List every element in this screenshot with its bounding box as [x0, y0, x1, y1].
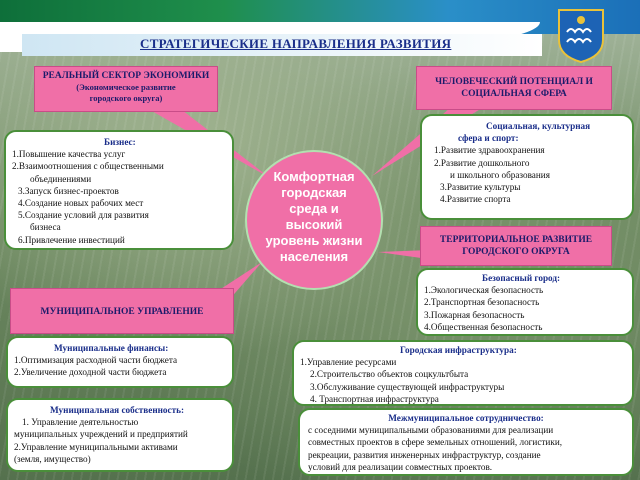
list-item: 3.Развитие культуры [440, 182, 521, 193]
sector-human: ЧЕЛОВЕЧЕСКИЙ ПОТЕНЦИАЛ И СОЦИАЛЬНАЯ СФЕР… [416, 66, 612, 110]
card-safe-city: Безопасный город: 1.Экологическая безопа… [416, 268, 634, 336]
list-item: 2.Транспортная безопасность [424, 297, 540, 308]
list-item: объединениями [30, 173, 92, 184]
list-item: (земля, имущество) [14, 453, 91, 464]
list-item: 3.Запуск бизнес-проектов [18, 185, 119, 196]
sector-economy-title: РЕАЛЬНЫЙ СЕКТОР ЭКОНОМИКИ [42, 71, 210, 81]
card-safe-city-heading: Безопасный город: [482, 273, 561, 283]
card-property: Муниципальная собственность: 1. Управлен… [6, 398, 234, 472]
sector-territorial-title2: ГОРОДСКОГО ОКРУГА [462, 247, 570, 257]
list-item: 4.Создание новых рабочих мест [18, 198, 144, 209]
text-line: рекреации, развития инженерных инфрастру… [308, 449, 541, 460]
list-item: 2.Управление муниципальными активами [14, 441, 178, 452]
center-line: городская [281, 185, 347, 200]
sector-economy: РЕАЛЬНЫЙ СЕКТОР ЭКОНОМИКИ (Экономическое… [34, 66, 218, 112]
text-line: с соседними муниципальными образованиями… [308, 425, 554, 436]
sector-municipal-title: МУНИЦИПАЛЬНОЕ УПРАВЛЕНИЕ [40, 307, 204, 317]
card-social-heading2: сфера и спорт: [458, 133, 519, 144]
sector-municipal: МУНИЦИПАЛЬНОЕ УПРАВЛЕНИЕ [10, 288, 234, 334]
card-finance-heading: Муниципальные финансы: [54, 343, 169, 353]
center-line: уровень жизни [265, 233, 363, 248]
sector-territorial: ТЕРРИТОРИАЛЬНОЕ РАЗВИТИЕ ГОРОДСКОГО ОКРУ… [420, 226, 612, 266]
list-item: 6.Привлечение инвестиций [18, 234, 125, 245]
list-item: муниципальных учреждений и предприятий [14, 429, 188, 440]
sector-territorial-title1: ТЕРРИТОРИАЛЬНОЕ РАЗВИТИЕ [439, 235, 593, 245]
card-property-heading: Муниципальная собственность: [50, 405, 185, 415]
list-item: 3.Обслуживание существующей инфраструкту… [310, 381, 505, 392]
list-item: 4.Развитие спорта [440, 194, 511, 205]
list-item: 2.Строительство объектов соцкультбыта [310, 369, 469, 380]
center-line: населения [279, 249, 349, 264]
list-item: и школьного образования [450, 169, 550, 180]
list-item: 3.Пожарная безопасность [424, 309, 525, 320]
text-line: совместных проектов в сфере земельных от… [308, 437, 563, 448]
list-item: 1. Управление деятельностью [22, 417, 139, 428]
sector-human-title1: ЧЕЛОВЕЧЕСКИЙ ПОТЕНЦИАЛ И [435, 77, 593, 87]
center-line: Комфортная [273, 169, 355, 184]
sector-human-title2: СОЦИАЛЬНАЯ СФЕРА [461, 89, 567, 99]
sector-economy-sub1: (Экономическое развитие [76, 82, 176, 92]
card-social: Социальная, культурная сфера и спорт: 1.… [420, 114, 634, 220]
list-item: 1.Управление ресурсами [300, 357, 397, 368]
title-bar [22, 34, 542, 56]
card-business: Бизнес: 1.Повышение качества услуг 2.Вза… [4, 130, 234, 250]
list-item: 4. Транспортная инфраструктура [310, 393, 439, 404]
card-infrastructure-heading: Городская инфраструктура: [400, 345, 517, 355]
city-emblem-icon [558, 9, 604, 64]
list-item: 5.Создание условий для развития [18, 210, 149, 221]
card-intermunicipal: Межмуниципальное сотрудничество: с сосед… [298, 408, 634, 476]
list-item: 1.Повышение качества услуг [12, 149, 126, 160]
list-item: 2.Взаимоотношения с общественными [12, 161, 164, 172]
text-line: условий для реализации совместных проект… [308, 461, 493, 472]
list-item: 2.Увеличение доходной части бюджета [14, 367, 167, 378]
card-infrastructure: Городская инфраструктура: 1.Управление р… [292, 340, 634, 406]
list-item: 1.Оптимизация расходной части бюджета [14, 355, 178, 366]
card-finance: Муниципальные финансы: 1.Оптимизация рас… [6, 336, 234, 388]
list-item: 4.Общественная безопасность [424, 321, 543, 332]
list-item: 2.Развитие дошкольного [434, 157, 530, 168]
list-item: бизнеса [30, 222, 61, 233]
center-line: среда и [289, 201, 339, 216]
sector-economy-sub2: городского округа) [89, 93, 163, 103]
central-goal: Комфортная городская среда и высокий уро… [245, 150, 383, 290]
page-title: СТРАТЕГИЧЕСКИЕ НАПРАВЛЕНИЯ РАЗВИТИЯ [140, 36, 452, 51]
list-item: 1.Экологическая безопасность [424, 285, 544, 296]
card-intermunicipal-heading: Межмуниципальное сотрудничество: [388, 413, 544, 423]
list-item: 1.Развитие здравоохранения [434, 145, 545, 156]
card-business-heading: Бизнес: [104, 137, 136, 147]
card-social-heading1: Социальная, культурная [486, 121, 591, 131]
center-line: высокий [285, 217, 343, 232]
